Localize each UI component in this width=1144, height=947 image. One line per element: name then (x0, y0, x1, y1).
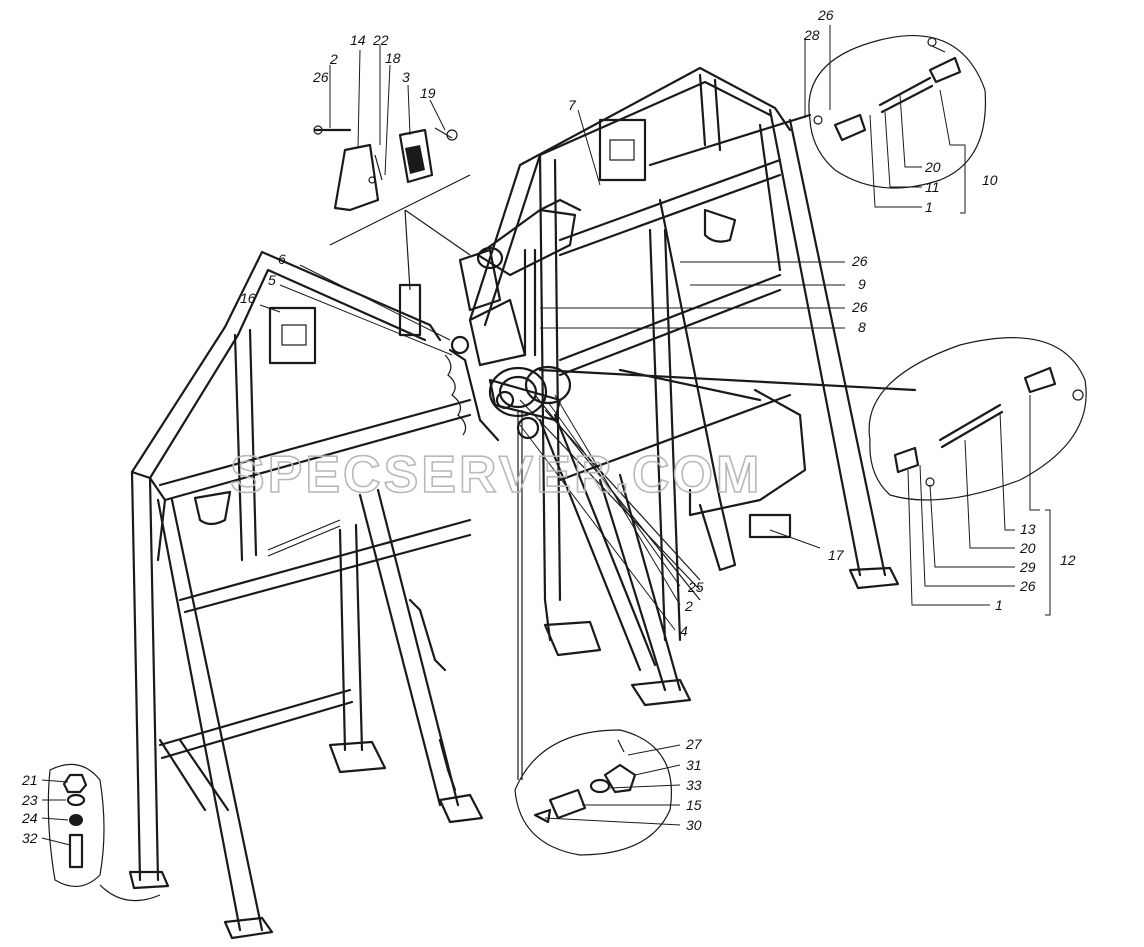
label-33: 33 (686, 777, 702, 793)
label-28: 28 (803, 27, 820, 43)
label-23: 23 (21, 792, 38, 808)
label-22: 22 (372, 32, 389, 48)
watermark-text: SPECSERVER.COM (230, 446, 762, 504)
label-20: 20 (1019, 540, 1036, 556)
callout-bolt-set (47, 763, 161, 902)
label-5: 5 (268, 272, 276, 288)
callout-12 (538, 337, 1087, 501)
label-24: 24 (21, 810, 38, 826)
label-3: 3 (402, 69, 410, 85)
callout-pin-set (514, 729, 672, 856)
label-9: 9 (858, 276, 866, 292)
label-4: 4 (680, 623, 688, 639)
label-25: 25 (687, 579, 704, 595)
central-mechanism (398, 198, 701, 780)
label-26: 26 (851, 253, 868, 269)
label-14: 14 (350, 32, 366, 48)
label-1: 1 (995, 597, 1003, 613)
label-26: 26 (312, 69, 329, 85)
center-left-legs (328, 488, 484, 824)
callout-10 (648, 35, 987, 189)
label-17: 17 (828, 547, 845, 563)
label-26: 26 (1019, 578, 1036, 594)
label-19: 19 (420, 85, 436, 101)
label-26: 26 (851, 299, 868, 315)
label-16: 16 (240, 290, 256, 306)
label-32: 32 (22, 830, 38, 846)
label-6: 6 (278, 251, 286, 267)
part-labels: 26 28 14 22 2 18 3 26 19 7 20 11 1 10 6 … (21, 7, 1076, 846)
label-1: 1 (925, 199, 933, 215)
label-11: 11 (925, 179, 940, 195)
leader-lines (41, 25, 1051, 846)
label-10: 10 (982, 172, 998, 188)
label-12: 12 (1060, 552, 1076, 568)
label-30: 30 (686, 817, 702, 833)
label-8: 8 (858, 319, 866, 335)
pedal-parts-detail (313, 125, 471, 291)
label-15: 15 (686, 797, 702, 813)
label-18: 18 (385, 50, 401, 66)
label-2: 2 (684, 598, 693, 614)
label-7: 7 (568, 97, 577, 113)
left-frame (128, 250, 472, 940)
right-frame (468, 66, 900, 707)
label-31: 31 (686, 757, 702, 773)
label-2: 2 (329, 51, 338, 67)
label-26: 26 (817, 7, 834, 23)
label-29: 29 (1019, 559, 1036, 575)
label-27: 27 (685, 736, 703, 752)
label-13: 13 (1020, 521, 1036, 537)
label-20: 20 (924, 159, 941, 175)
label-21: 21 (21, 772, 38, 788)
